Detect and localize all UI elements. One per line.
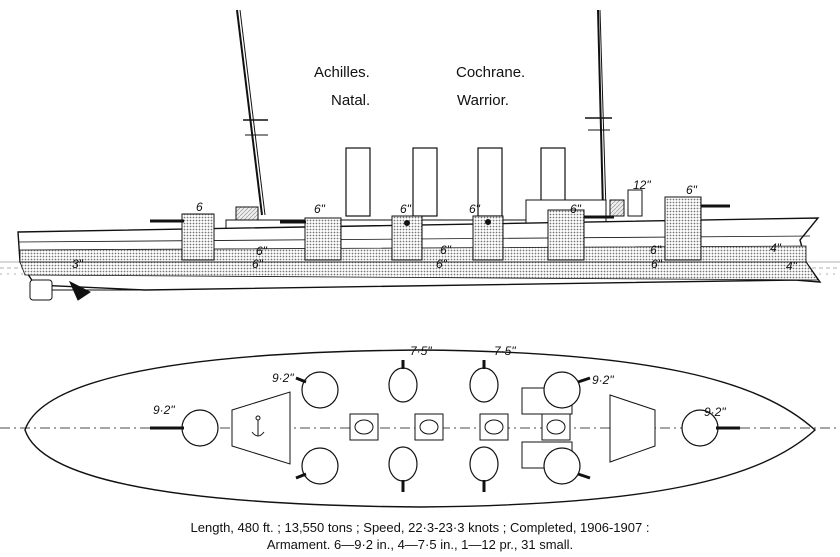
caption-line-1: Length, 480 ft. ; 13,550 tons ; Speed, 2…: [190, 520, 650, 535]
label-turret-75-right: 7·5": [494, 344, 516, 358]
anchor-icon: [251, 415, 265, 437]
main-mast: [585, 9, 612, 211]
label-gun-4: 6": [469, 202, 481, 216]
plan-view: 9·2" 9·2" 9·2" 9·2" 7·5" 7·5": [0, 344, 840, 508]
label-starboard-aft-92: 9·2": [592, 373, 614, 387]
label-belt-1: 6": [256, 244, 268, 258]
label-gun-5: 6": [570, 202, 582, 216]
label-gun-12: 12": [633, 178, 651, 192]
label-belt-6: 6": [651, 257, 663, 271]
ship-name-cochrane: Cochrane.: [456, 64, 526, 81]
ship-name-natal: Natal.: [331, 92, 371, 109]
gun-mounts: [181, 196, 702, 261]
label-gun-3: 6": [400, 202, 412, 216]
caption-line-2: Armament. 6—9·2 in., 4—7·5 in., 1—12 pr.…: [266, 537, 574, 552]
label-bow-2: 4": [786, 259, 798, 273]
label-gun-2: 6": [314, 202, 326, 216]
label-belt-2: 6": [252, 257, 264, 271]
plan-gun-barrels: [150, 360, 740, 492]
label-belt-5: 6": [650, 243, 662, 257]
fore-mast: [236, 9, 268, 216]
rudder: [29, 279, 150, 301]
label-gun-aft: 6": [686, 183, 698, 197]
label-bow-92: 9·2": [153, 403, 175, 417]
ship-name-achilles: Achilles.: [314, 64, 370, 81]
gun-barrels: [150, 204, 730, 224]
label-stern-92: 9·2": [704, 405, 726, 419]
ship-name-warrior: Warrior.: [457, 92, 509, 109]
profile-view: 6 6" 6" 6" 6" 6" 12" 6" 6" 6" 6" 6" 6" 3…: [0, 9, 840, 301]
label-port-fore-92: 9·2": [272, 371, 294, 385]
label-belt-3: 6": [440, 243, 452, 257]
deck-funnel-ovals: [354, 419, 566, 435]
plan-gun-labels: 9·2" 9·2" 9·2" 9·2" 7·5" 7·5": [153, 344, 726, 419]
label-bow-1: 4": [770, 241, 782, 255]
label-belt-4: 6": [436, 257, 448, 271]
label-turret-75-left: 7·5": [410, 344, 432, 358]
label-stern: 3": [72, 257, 84, 271]
label-gun-fore: 6: [196, 200, 203, 214]
profile-armor-labels: 6 6" 6" 6" 6" 6" 12" 6" 6" 6" 6" 6" 6" 3…: [72, 178, 798, 273]
